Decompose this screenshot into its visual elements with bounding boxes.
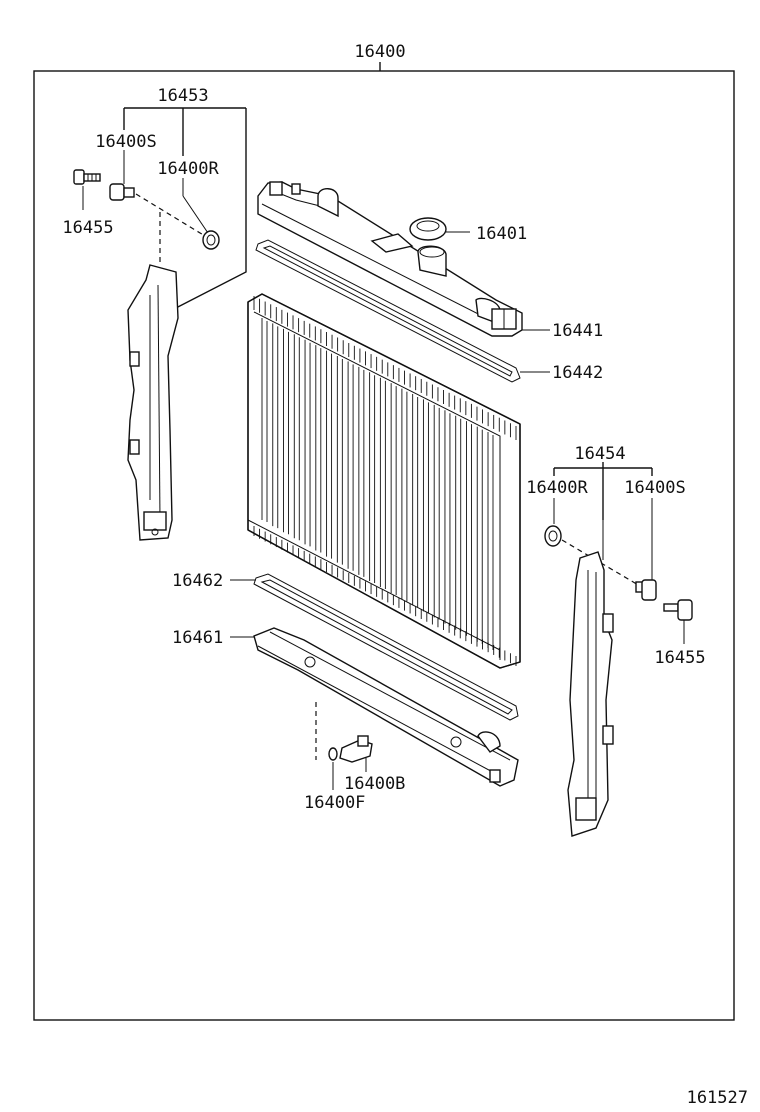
label-lower-gasket: 16462 xyxy=(172,571,223,591)
core-fins-top xyxy=(253,296,517,440)
label-drain-cock: 16400B xyxy=(344,774,405,794)
label-upper-tank: 16441 xyxy=(552,321,603,341)
bolt-right-icon xyxy=(663,599,693,644)
drain-oring-icon xyxy=(328,747,338,790)
cushion-right-icon xyxy=(544,525,562,547)
lower-tank xyxy=(230,627,519,787)
upper-gasket xyxy=(255,239,550,383)
label-bracket-left-group: 16453 xyxy=(157,86,208,106)
figure-number: 161527 xyxy=(687,1088,748,1108)
radiator-core xyxy=(247,293,521,669)
label-bracket-right-group: 16454 xyxy=(574,444,625,464)
label-bolt-right: 16455 xyxy=(654,648,705,668)
bracket-left-group xyxy=(73,107,247,541)
label-stay-right: 16400S xyxy=(624,478,685,498)
core-fins-bottom xyxy=(253,526,517,666)
label-cap: 16401 xyxy=(476,224,527,244)
stay-left-icon xyxy=(109,150,135,201)
cushion-left-icon xyxy=(202,230,220,250)
radiator-cap-icon xyxy=(409,217,470,241)
side-bracket-left xyxy=(127,264,179,541)
label-cushion-right: 16400R xyxy=(526,478,588,498)
diagram-frame xyxy=(33,70,735,1021)
upper-tank xyxy=(257,181,550,337)
core-tubes xyxy=(261,318,494,650)
label-bolt-left: 16455 xyxy=(62,218,113,238)
label-drain-oring: 16400F xyxy=(304,793,365,813)
lower-gasket xyxy=(230,573,519,721)
label-stay-left: 16400S xyxy=(95,132,156,152)
stay-right-icon xyxy=(635,579,657,601)
bracket-right-group xyxy=(544,462,693,837)
side-bracket-right xyxy=(567,551,614,837)
drain-cock-icon xyxy=(339,735,373,772)
label-cushion-left: 16400R xyxy=(157,159,219,179)
assembly-label: 16400 xyxy=(354,42,405,62)
label-lower-tank: 16461 xyxy=(172,628,223,648)
bolt-left-icon xyxy=(73,169,101,210)
label-upper-gasket: 16442 xyxy=(552,363,603,383)
